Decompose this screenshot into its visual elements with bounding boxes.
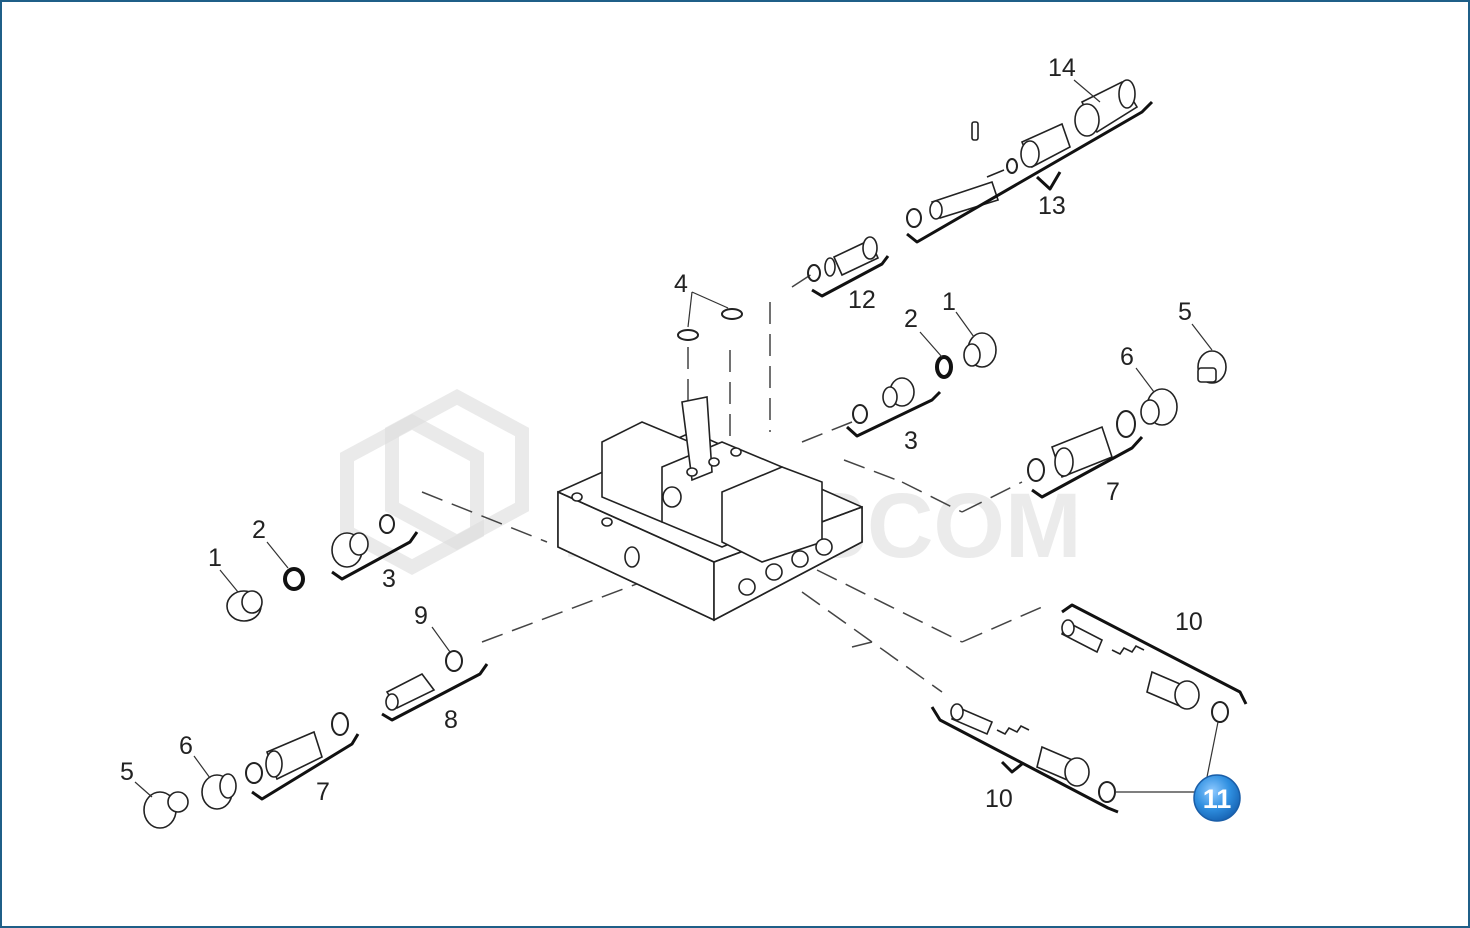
callout-1-left: 1: [208, 544, 222, 572]
callout-7-left: 7: [316, 778, 330, 806]
callout-5-right: 5: [1178, 298, 1192, 326]
assembly-10-upper: [1060, 603, 1248, 723]
valve-body: [557, 396, 863, 622]
assembly-10-lower: [930, 703, 1119, 814]
callout-1-right: 1: [942, 288, 956, 316]
assembly-5-6-7-right: [1027, 350, 1227, 499]
highlight-badge-11[interactable]: 11: [1193, 774, 1241, 822]
callout-9: 9: [414, 602, 428, 630]
assembly-12: [807, 236, 890, 298]
callout-3-left: 3: [382, 565, 396, 593]
callout-2-left: 2: [252, 516, 266, 544]
callout-13: 13: [1038, 192, 1066, 220]
assembly-5-6-7-left: [143, 712, 360, 829]
assembly-4: [677, 308, 743, 341]
callout-10-lower: 10: [985, 785, 1013, 813]
alignment-lines: [421, 273, 1043, 693]
callout-2-right: 2: [904, 305, 918, 333]
highlight-badge-label: 11: [1203, 784, 1232, 814]
assembly-1-2-3-left: [226, 514, 419, 622]
assembly-1-2-3-right: [845, 332, 997, 438]
callout-7-right: 7: [1106, 478, 1120, 506]
callout-14: 14: [1048, 54, 1076, 82]
callout-labels: 14 13 12 4 2 1 3 5 6 7 1 2 3 9 8 5 6 7 1…: [120, 54, 1203, 813]
assembly-13-14: [906, 79, 1154, 244]
callout-10-upper: 10: [1175, 608, 1203, 636]
callout-6-left: 6: [179, 732, 193, 760]
callout-8: 8: [444, 706, 458, 734]
assembly-8-9-left: [381, 650, 489, 722]
callout-5-left: 5: [120, 758, 134, 786]
callout-3-right: 3: [904, 427, 918, 455]
callout-12: 12: [848, 286, 876, 314]
callout-6-right: 6: [1120, 343, 1134, 371]
leader-lines: [134, 79, 1219, 798]
callout-4: 4: [674, 270, 688, 298]
